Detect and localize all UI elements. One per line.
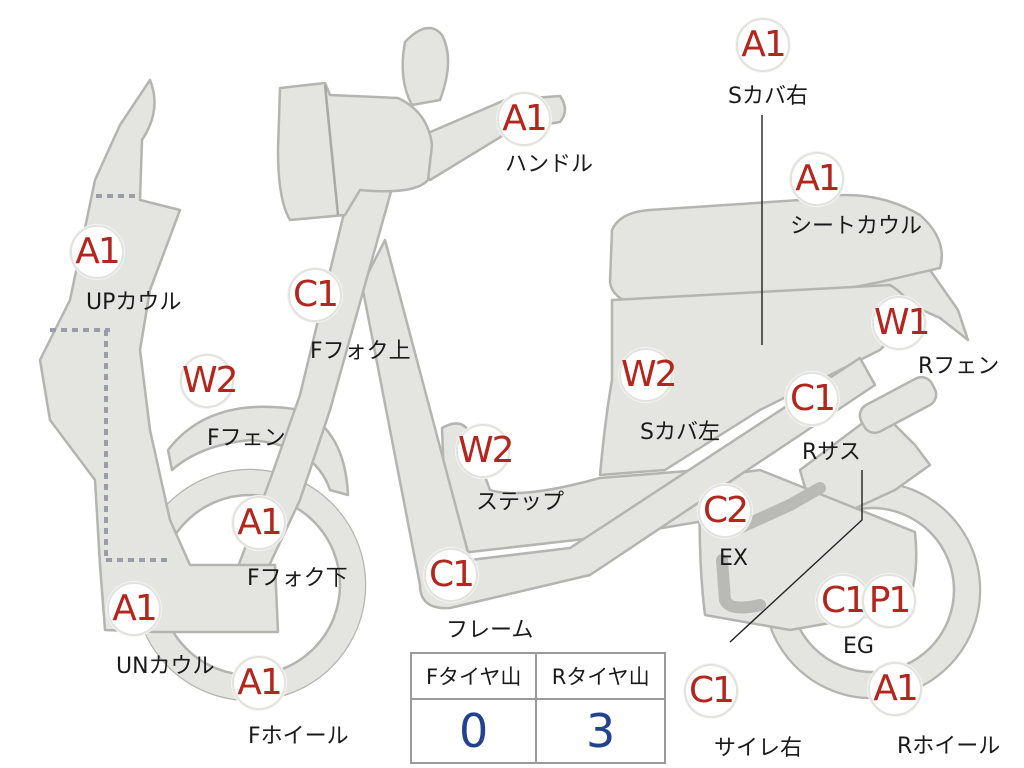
rear-tire-value: 3: [535, 698, 666, 764]
front-tire-value: 0: [409, 698, 538, 764]
un-cowl-label: UNカウル: [116, 654, 215, 679]
windscreen-shape: [401, 26, 450, 107]
silencer-leader: [729, 470, 863, 643]
f-wheel-label: Fホイール: [248, 724, 349, 749]
handle-grade: A1: [497, 92, 551, 146]
f-fork-upper-grade: C1: [288, 268, 342, 322]
f-fork-upper-label: Fフォク上: [310, 339, 411, 364]
f-fender-grade: W2: [180, 354, 239, 408]
engine-p1-grade: P1: [862, 574, 916, 628]
f-fork-lower-grade: A1: [232, 496, 286, 550]
seat-cowl-grade: A1: [790, 152, 844, 206]
step-grade: W2: [456, 424, 515, 478]
engine-label: EG: [843, 634, 874, 659]
seat-cowl-label: シートカウル: [790, 214, 923, 239]
s-cover-left-label: Sカバ左: [640, 420, 720, 445]
up-cowl-grade: A1: [70, 225, 124, 279]
s-cover-right-label: Sカバ右: [728, 84, 808, 109]
r-suspension-grade: C1: [785, 372, 839, 426]
exhaust-pipe-shape: [716, 482, 826, 614]
headlight-shape: [276, 81, 434, 222]
f-fender-label: Fフェン: [207, 426, 286, 451]
exhaust-label: EX: [719, 546, 748, 571]
s-cover-left-grade: W2: [619, 348, 678, 402]
headlight-seam: [323, 84, 340, 216]
r-suspension-label: Rサス: [802, 440, 861, 465]
f-wheel-grade: A1: [232, 656, 286, 710]
frame-label: フレーム: [446, 618, 534, 643]
handle-label: ハンドル: [505, 152, 594, 177]
up-cowl-label: UPカウル: [86, 290, 182, 315]
r-fender-label: Rフェン: [918, 354, 1000, 379]
tire-tread-table: Fタイヤ山 Rタイヤ山 0 3: [409, 652, 666, 764]
upper-cowl-shape: [38, 78, 280, 634]
r-fender-grade: W1: [872, 296, 931, 350]
shock-top-shape: [858, 375, 938, 435]
frame-tube-shape: [360, 238, 877, 610]
silencer-right-label: サイレ右: [714, 736, 803, 761]
s-cover-right-grade: A1: [736, 18, 790, 72]
frame-grade: C1: [424, 548, 478, 602]
un-cowl-grade: A1: [107, 582, 161, 636]
step-label: ステップ: [476, 490, 565, 515]
f-fork-lower-label: Fフォク下: [247, 566, 348, 591]
r-wheel-label: Rホイール: [897, 734, 1001, 759]
r-wheel-grade: A1: [868, 662, 922, 716]
front-tire-header: Fタイヤ山: [409, 652, 538, 700]
silencer-right-grade: C1: [684, 664, 738, 718]
engine-c1-grade: C1: [816, 574, 870, 628]
exhaust-grade: C2: [698, 484, 752, 538]
rear-tire-header: Rタイヤ山: [535, 652, 666, 700]
